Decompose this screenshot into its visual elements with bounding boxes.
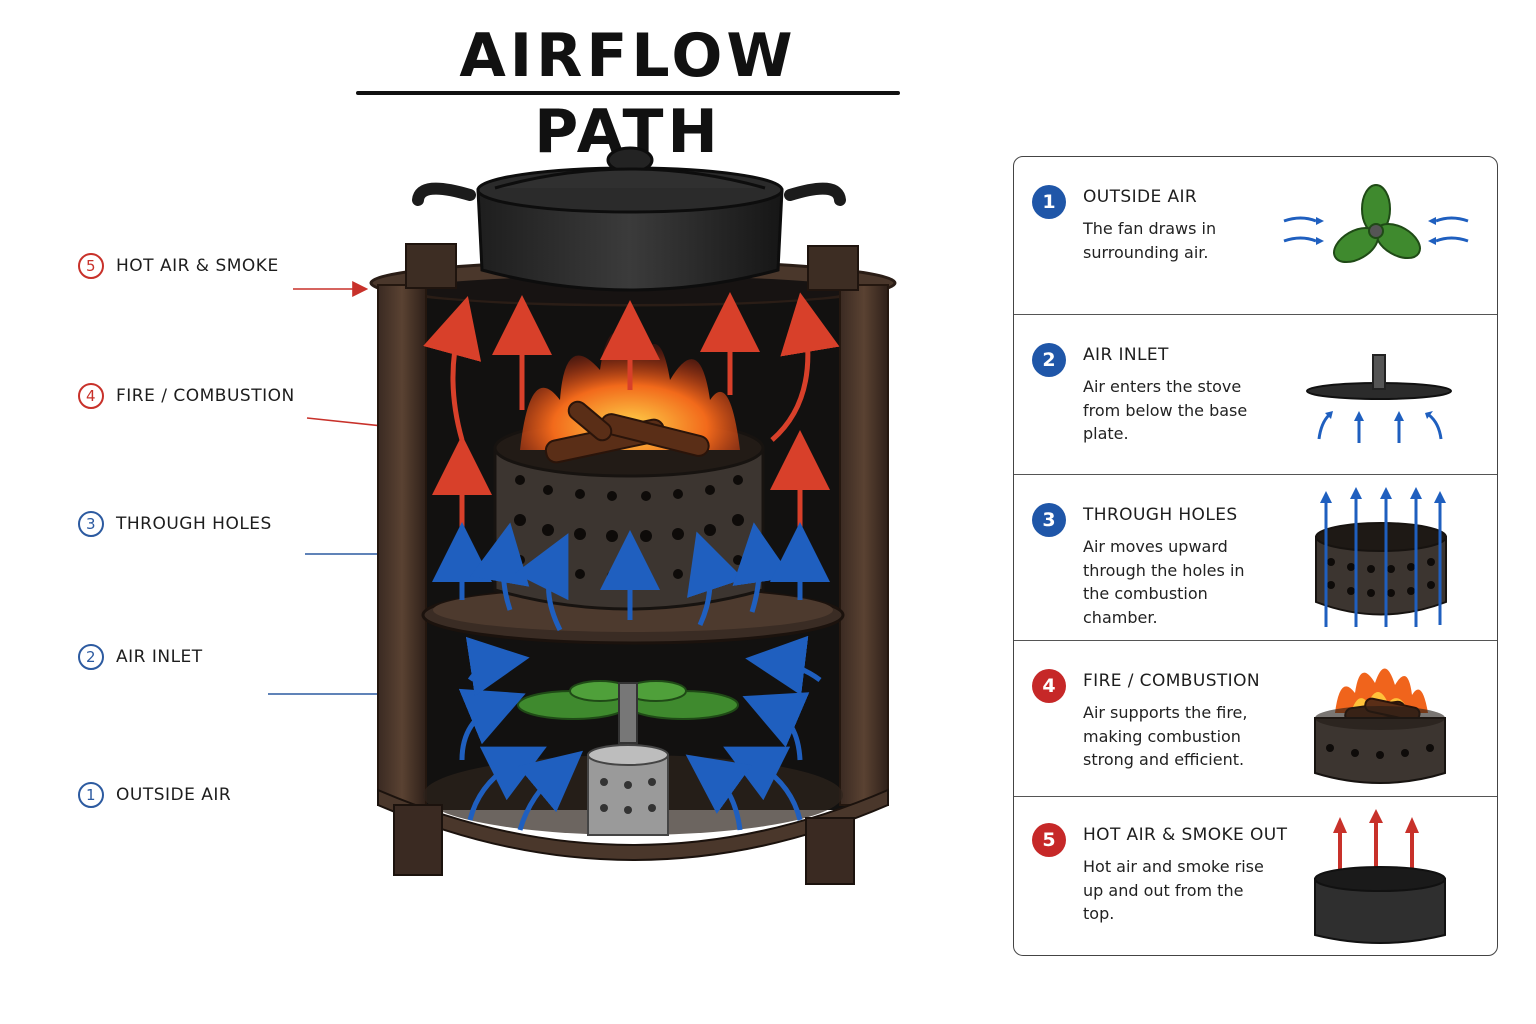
callout-number: 3: [78, 511, 104, 537]
step-description: Air moves upward through the holes in th…: [1083, 537, 1245, 627]
perforated-chamber-icon: [1315, 487, 1447, 627]
callout-label: THROUGH HOLES: [116, 514, 272, 534]
callout-label: FIRE / COMBUSTION: [116, 386, 295, 406]
left-post-top: [405, 243, 457, 289]
callout-label: OUTSIDE AIR: [116, 785, 232, 805]
step-title: THROUGH HOLES: [1083, 505, 1238, 525]
steps-panel: 1 OUTSIDE AIR The fan draws in surroundi…: [1013, 156, 1498, 956]
step-1: 1 OUTSIDE AIR The fan draws in surroundi…: [1014, 157, 1497, 315]
cold-air-arrows: [432, 522, 830, 831]
page-title: AIRFLOW PATH: [459, 21, 797, 167]
step-number: 2: [1032, 343, 1066, 377]
right-wall: [839, 284, 889, 806]
step-3: 3 THROUGH HOLES Air moves upward through…: [1014, 475, 1497, 641]
fan-icon: [1283, 184, 1469, 264]
step-description: Air enters the stove from below the base…: [1083, 377, 1248, 443]
fan-motor: [587, 744, 669, 836]
step-title: AIR INLET: [1083, 345, 1169, 365]
step-title: OUTSIDE AIR: [1083, 187, 1198, 207]
stove-cutaway-diagram: [268, 146, 897, 885]
callout-label: HOT AIR & SMOKE: [116, 256, 279, 276]
callout-number: 4: [78, 383, 104, 409]
base-plate-icon: [1306, 354, 1452, 443]
fire-chamber-icon: [1314, 668, 1446, 784]
callout-outside-air: 1 OUTSIDE AIR: [78, 781, 231, 809]
step-4: 4 FIRE / COMBUSTION Air supports the fir…: [1014, 641, 1497, 797]
step-number: 1: [1032, 185, 1066, 219]
callout-holes: 3 THROUGH HOLES: [78, 510, 272, 538]
logs: [544, 400, 710, 464]
right-post-top: [807, 245, 859, 291]
step-2: 2 AIR INLET Air enters the stove from be…: [1014, 315, 1497, 475]
step-description: Air supports the fire, making combustion…: [1083, 703, 1248, 769]
step-number: 3: [1032, 503, 1066, 537]
fan: [517, 680, 739, 744]
step-5: 5 HOT AIR & SMOKE OUT Hot air and smoke …: [1014, 797, 1497, 955]
callout-number: 5: [78, 253, 104, 279]
step-description: Hot air and smoke rise up and out from t…: [1083, 857, 1264, 923]
base-plate: [377, 788, 889, 861]
callout-label: AIR INLET: [116, 647, 203, 667]
left-leg: [393, 804, 443, 876]
callout-number: 2: [78, 644, 104, 670]
title-underline: [356, 91, 900, 95]
callout-fire: 4 FIRE / COMBUSTION: [78, 382, 295, 410]
callout-number: 1: [78, 782, 104, 808]
step-description: The fan draws in surrounding air.: [1083, 219, 1217, 262]
callout-air-inlet: 2 AIR INLET: [78, 643, 203, 671]
step-number: 5: [1032, 823, 1066, 857]
left-wall: [377, 284, 427, 806]
step-title: HOT AIR & SMOKE OUT: [1083, 825, 1288, 845]
step-number: 4: [1032, 669, 1066, 703]
callout-hot-air: 5 HOT AIR & SMOKE: [78, 252, 279, 280]
right-leg: [805, 817, 855, 885]
cooking-pot: [412, 146, 846, 292]
hot-air-icon: [1314, 809, 1446, 944]
step-title: FIRE / COMBUSTION: [1083, 671, 1260, 691]
